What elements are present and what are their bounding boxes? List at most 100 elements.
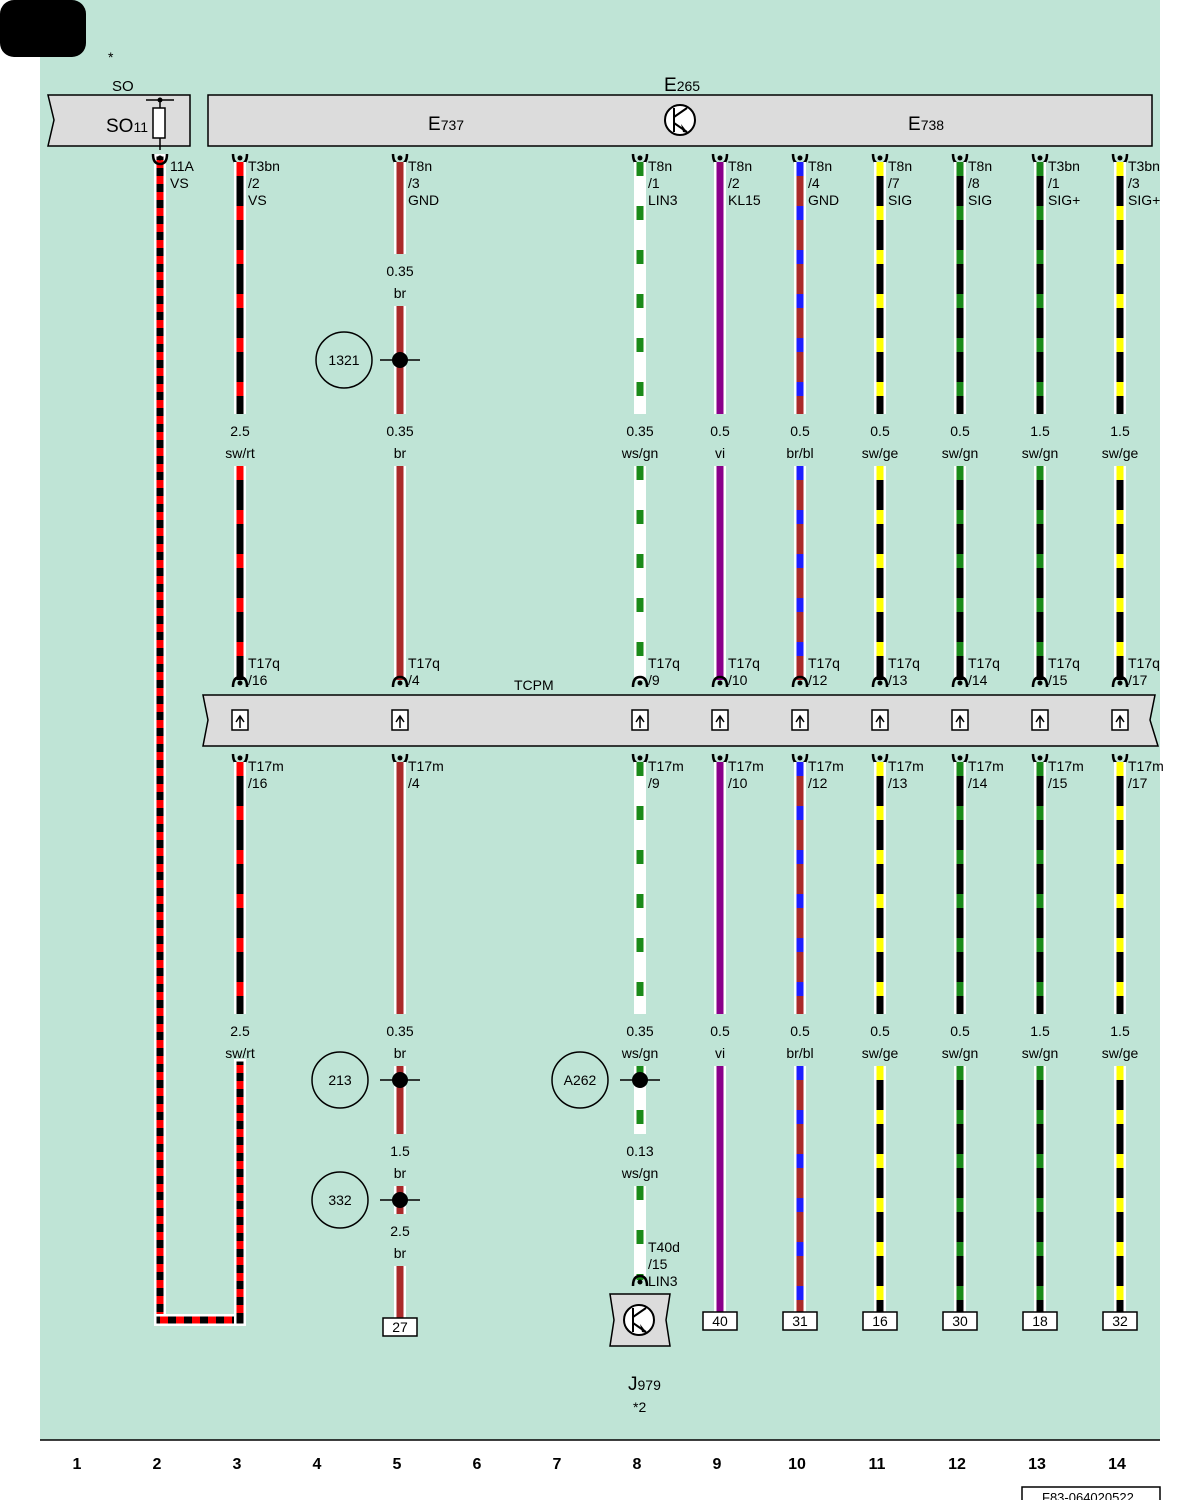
- wire-col-5-top-seg: [394, 162, 406, 254]
- wire-col-5-tm-0: T17m: [408, 758, 444, 774]
- wire-col-12-terminal-label: 30: [952, 1313, 968, 1329]
- wire-col-12-lower-seg: [954, 762, 966, 1014]
- wire-col-12-top-pin-2: SIG: [968, 192, 992, 208]
- splice-1321: 1321: [315, 331, 420, 389]
- wire-col-5-top-pin-1: /3: [408, 175, 420, 191]
- wire-col-5-lower-color: br: [394, 1045, 407, 1061]
- wire-col-5-tm-1: /4: [408, 775, 420, 791]
- wire-col-5-terminal-label: 27: [392, 1319, 408, 1335]
- wire-col-3-tq-pin-icon: [231, 675, 249, 688]
- wire-col-12-upper-color: sw/gn: [942, 445, 979, 461]
- wire-col-11-lower-color: sw/ge: [862, 1045, 899, 1061]
- wire-col-8-top-pin-1: /1: [648, 175, 660, 191]
- wire-col-10-tcpm-arrow-icon: [795, 714, 805, 728]
- wire-col-9-tm-1: /10: [728, 775, 748, 791]
- wire-col-8-lower-seg: [634, 762, 646, 1014]
- transistor-icon: [664, 104, 696, 136]
- wire-col-13-lower-gauge: 1.5: [1030, 1023, 1050, 1039]
- wire-col-11-tcpm-arrow-icon: [875, 714, 885, 728]
- wire-col-11-tq-pin-icon: [871, 675, 889, 688]
- wire-col-10-top-pin-2: GND: [808, 192, 839, 208]
- wire-col-8-tq-1: /9: [648, 672, 660, 688]
- wire-col-9-tq-pin-icon: [711, 675, 729, 688]
- wire-col-5-upper-gauge: 0.35: [386, 423, 413, 439]
- wire-col-11-upper-gauge: 0.5: [870, 423, 890, 439]
- splice-213: 213: [311, 1051, 420, 1109]
- wire-col-11-tm-0: T17m: [888, 758, 924, 774]
- wire-col-9-terminal-label: 40: [712, 1313, 728, 1329]
- wire-col-11-upper-seg: [874, 466, 886, 680]
- footer-column-10: 10: [788, 1456, 806, 1473]
- wire-col-10-upper-color: br/bl: [786, 445, 813, 461]
- wire-col-8-tq-pin-icon: [631, 675, 649, 688]
- wire-col-14-terminal-label: 32: [1112, 1313, 1128, 1329]
- wire-col-8-top-pin-2: LIN3: [648, 192, 678, 208]
- wire-col-10-tq-pin-icon: [791, 675, 809, 688]
- wire-col-5-lower-gauge: 0.35: [386, 1023, 413, 1039]
- wire-col-13-top-pin-2: SIG+: [1048, 192, 1080, 208]
- wire-col-10-terminal-label: 31: [792, 1313, 808, 1329]
- wire-col-14-seg-a: [1114, 1066, 1126, 1312]
- wire-col-8-tm-0: T17m: [648, 758, 684, 774]
- so-label: SO: [112, 78, 134, 95]
- wire-col-12-top-pin-1: /8: [968, 175, 980, 191]
- wire-col-9-top-seg: [714, 162, 726, 414]
- wire-col-5-seg-c: [394, 1266, 406, 1318]
- wire-col-5-end-color: br: [394, 1245, 407, 1261]
- splice-332: 332: [311, 1171, 420, 1229]
- doc-code: F83-064020522: [1042, 1490, 1134, 1500]
- wire-col-11-tq-0: T17q: [888, 655, 920, 671]
- wire-col-14-tq-0: T17q: [1128, 655, 1160, 671]
- wire-col-14-tq-pin-icon: [1111, 675, 1129, 688]
- j979-transistor-icon: [623, 1304, 655, 1336]
- wire-col-10-lower-gauge: 0.5: [790, 1023, 810, 1039]
- footer-column-9: 9: [713, 1456, 722, 1473]
- wire-col-9-lower-gauge: 0.5: [710, 1023, 730, 1039]
- j979-component: J979 *2: [609, 1293, 671, 1415]
- wire-col-9-top-pin-1: /2: [728, 175, 740, 191]
- wire-col-3-tq-0: T17q: [248, 655, 280, 671]
- wire-col-10-terminal: 31: [782, 1311, 818, 1331]
- wire-col-11-top-pin-2: SIG: [888, 192, 912, 208]
- wire-col-12-top-pin-0: T8n: [968, 158, 992, 174]
- wire-col-3-upper-gauge: 2.5: [230, 423, 250, 439]
- wire-col-8-mid-gauge: 0.13: [626, 1143, 653, 1159]
- wire-col-3-lower-seg: [234, 762, 246, 1014]
- wire-col-13-tq-pin-icon: [1031, 675, 1049, 688]
- wire-col-13-tcpm-arrow-icon: [1035, 714, 1045, 728]
- wire-col-12-tq-pin-icon: [951, 675, 969, 688]
- wire-col-12-tcpm-arrow-icon: [955, 714, 965, 728]
- wire-col-13-seg-a: [1034, 1066, 1046, 1312]
- wire-col-11-lower-gauge: 0.5: [870, 1023, 890, 1039]
- wire-col-12-terminal: 30: [942, 1311, 978, 1331]
- footer-column-12: 12: [948, 1456, 966, 1473]
- e265-label: E265: [664, 75, 700, 96]
- wire-col-8-bottom-pin-0: T40d: [648, 1239, 680, 1255]
- wire-col-8-lower-color: ws/gn: [621, 1045, 659, 1061]
- wire-col-8-top-pin-0: T8n: [648, 158, 672, 174]
- wire-col-9-upper-gauge: 0.5: [710, 423, 730, 439]
- wire-col-10-upper-gauge: 0.5: [790, 423, 810, 439]
- tcpm-module: [202, 694, 1160, 747]
- wire-col-5-mid-color: br: [394, 1165, 407, 1181]
- wire-col-10-lower-color: br/bl: [786, 1045, 813, 1061]
- wire-col-11-upper-color: sw/ge: [862, 445, 899, 461]
- wire-col-12-seg-a: [954, 1066, 966, 1312]
- footer-column-14: 14: [1108, 1456, 1126, 1473]
- wire-col-13-lower-seg: [1034, 762, 1046, 1014]
- wire-col-8-mid-color: ws/gn: [621, 1165, 659, 1181]
- wire-col-14-lower-seg: [1114, 762, 1126, 1014]
- wire-col-10-tm-0: T17m: [808, 758, 844, 774]
- wire-col-5-tq-1: /4: [408, 672, 420, 688]
- wire-col-10-seg-a: [794, 1066, 806, 1312]
- wire-col-10-tq-1: /12: [808, 672, 828, 688]
- wire-col-14-upper-gauge: 1.5: [1110, 423, 1130, 439]
- wire-col-13-top-pin-0: T3bn: [1048, 158, 1080, 174]
- wire-col-9-seg-a: [714, 1066, 726, 1312]
- splice-a262: A262: [551, 1051, 660, 1109]
- wire-col-8-tm-1: /9: [648, 775, 660, 791]
- wire-col-12-upper-seg: [954, 466, 966, 680]
- tcpm-label: TCPM: [514, 677, 554, 693]
- fuse-icon: [146, 97, 174, 150]
